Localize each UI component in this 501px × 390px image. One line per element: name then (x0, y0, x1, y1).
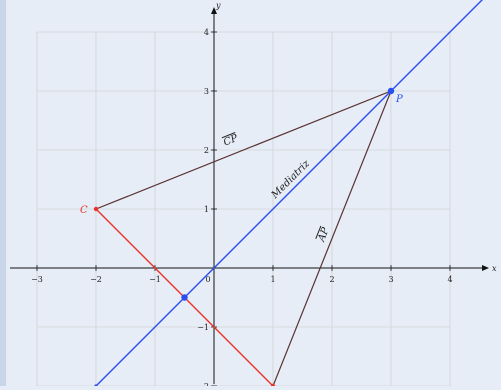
y-tick-label: 3 (204, 87, 209, 96)
x-tick-label: 1 (270, 275, 275, 284)
point-label-p: P (395, 94, 403, 105)
segment-cp (95, 90, 392, 210)
point-midpoint (181, 294, 188, 301)
segment-label-ap: AP (316, 226, 332, 244)
y-tick-label: −1 (197, 323, 209, 332)
x-tick-label: −2 (90, 275, 102, 284)
construction-lines (93, 0, 483, 389)
window-frame-edge (0, 0, 6, 386)
mediatrix-label: Mediatriz (269, 158, 313, 202)
x-tick-label: 3 (388, 275, 393, 284)
y-tick-label: −2 (197, 382, 209, 386)
x-tick-label: 0 (205, 275, 210, 284)
x-tick-label: 2 (329, 275, 334, 284)
y-tick-label: 4 (204, 28, 209, 37)
x-axis-label: x (492, 264, 497, 273)
point-label-c: C (80, 205, 88, 216)
y-axis-label: y (215, 1, 221, 10)
x-tick-label: −3 (31, 275, 43, 284)
mediatrix-line (95, 0, 483, 387)
axes (10, 7, 489, 387)
x-tick-label: 4 (447, 275, 452, 284)
point-c (93, 206, 99, 212)
y-tick-label: 2 (204, 146, 209, 155)
y-axis-arrow-icon (211, 7, 217, 14)
segment-ap (272, 90, 392, 387)
x-tick-label: −1 (149, 275, 161, 284)
grid (36, 31, 451, 387)
point-p (387, 87, 395, 95)
x-axis-arrow-icon (482, 265, 489, 271)
y-tick-label: 1 (204, 205, 209, 214)
segment-label-cp: CP (222, 133, 240, 149)
